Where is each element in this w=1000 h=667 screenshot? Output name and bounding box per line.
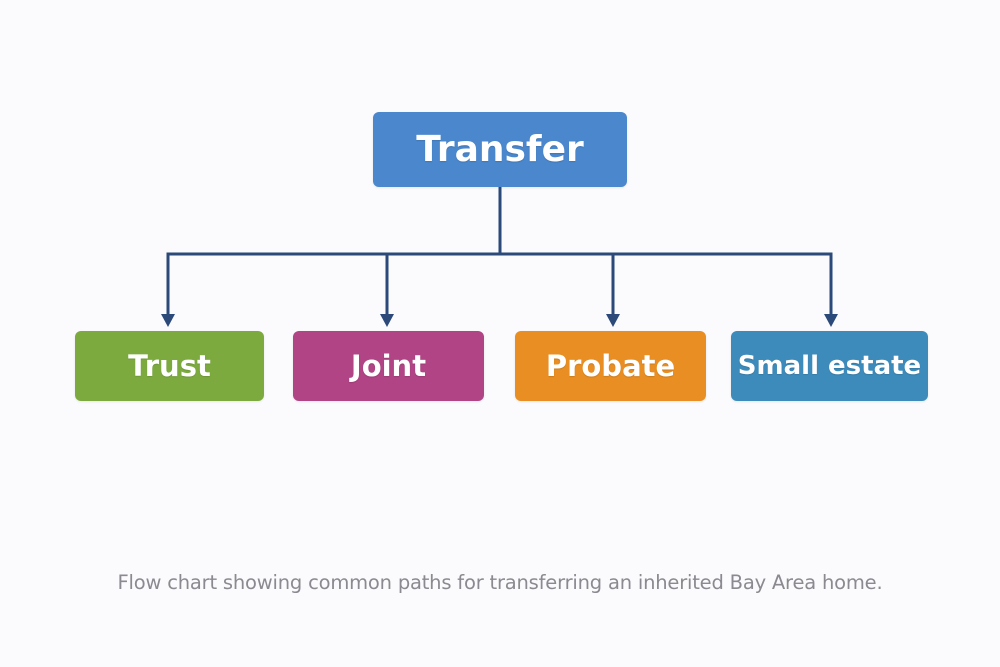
node-joint: Joint xyxy=(293,331,484,401)
arrowhead-icon xyxy=(380,314,394,327)
figure-caption: Flow chart showing common paths for tran… xyxy=(117,571,883,594)
node-probate: Probate xyxy=(515,331,706,401)
node-label: Transfer xyxy=(416,129,584,170)
node-label: Small estate xyxy=(737,351,922,381)
arrowhead-icon xyxy=(606,314,620,327)
node-label: Trust xyxy=(128,349,211,383)
node-transfer: Transfer xyxy=(373,112,627,187)
node-label: Joint xyxy=(350,349,427,383)
node-label: Probate xyxy=(545,349,676,383)
arrowhead-icon xyxy=(161,314,175,327)
arrowhead-icon xyxy=(824,314,838,327)
node-small-estate: Small estate xyxy=(731,331,928,401)
node-trust: Trust xyxy=(75,331,264,401)
